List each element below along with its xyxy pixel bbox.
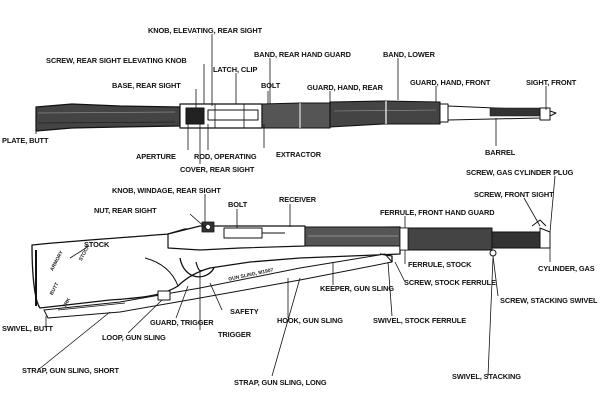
label-cylinder-gas: CYLINDER, GAS <box>538 264 595 273</box>
label-screw-front-sight: SCREW, FRONT SIGHT <box>474 190 554 199</box>
label-bolt-bottom: BOLT <box>228 200 248 209</box>
label-latch-clip: LATCH, CLIP <box>213 65 258 74</box>
label-screw-rear-sight-elevating-knob: SCREW, REAR SIGHT ELEVATING KNOB <box>46 56 187 65</box>
label-guard-trigger: GUARD, TRIGGER <box>150 318 214 327</box>
leader-lines <box>35 34 556 377</box>
label-swivel-butt: SWIVEL, BUTT <box>2 324 53 333</box>
label-knob-windage-rear-sight: KNOB, WINDAGE, REAR SIGHT <box>112 186 221 195</box>
label-plate-butt: PLATE, BUTT <box>2 136 49 145</box>
label-screw-stacking-swivel: SCREW, STACKING SWIVEL <box>500 296 598 305</box>
label-extractor: EXTRACTOR <box>276 150 321 159</box>
label-keeper-gun-sling: KEEPER, GUN SLING <box>320 284 394 293</box>
label-bolt-top: BOLT <box>261 81 281 90</box>
label-strap-gun-sling-short: STRAP, GUN SLING, SHORT <box>22 366 119 375</box>
label-ferrule-stock: FERRULE, STOCK <box>408 260 472 269</box>
label-stock: STOCK <box>84 240 110 249</box>
rifle-side-view <box>31 219 551 319</box>
label-swivel-stacking: SWIVEL, STACKING <box>452 372 521 381</box>
label-screw-gas-cylinder-plug: SCREW, GAS CYLINDER PLUG <box>466 168 574 177</box>
label-band-rear-hand-guard: BAND, REAR HAND GUARD <box>254 50 351 59</box>
label-barrel: BARREL <box>485 148 516 157</box>
label-swivel-stock-ferrule: SWIVEL, STOCK FERRULE <box>373 316 467 325</box>
label-guard-hand-front: GUARD, HAND, FRONT <box>410 78 491 87</box>
label-hook-gun-sling: HOOK, GUN SLING <box>277 316 343 325</box>
rifle-top-view <box>35 100 557 132</box>
label-ferrule-front-hand-guard: FERRULE, FRONT HAND GUARD <box>380 208 495 217</box>
label-nut-rear-sight: NUT, REAR SIGHT <box>94 206 157 215</box>
label-base-rear-sight: BASE, REAR SIGHT <box>112 81 181 90</box>
label-strap-gun-sling-long: STRAP, GUN SLING, LONG <box>234 378 327 387</box>
label-guard-hand-rear: GUARD, HAND, REAR <box>307 83 383 92</box>
label-cover-rear-sight: COVER, REAR SIGHT <box>180 165 255 174</box>
label-rod-operating: ROD, OPERATING <box>194 152 257 161</box>
label-knob-elevating-rear-sight: KNOB, ELEVATING, REAR SIGHT <box>148 26 263 35</box>
label-safety: SAFETY <box>230 307 259 316</box>
label-receiver: RECEIVER <box>279 195 316 204</box>
label-band-lower: BAND, LOWER <box>383 50 435 59</box>
label-loop-gun-sling: LOOP, GUN SLING <box>102 333 166 342</box>
label-trigger: TRIGGER <box>218 330 251 339</box>
label-sight-front: SIGHT, FRONT <box>526 78 577 87</box>
label-aperture: APERTURE <box>136 152 176 161</box>
label-screw-stock-ferrule: SCREW, STOCK FERRULE <box>404 278 496 287</box>
